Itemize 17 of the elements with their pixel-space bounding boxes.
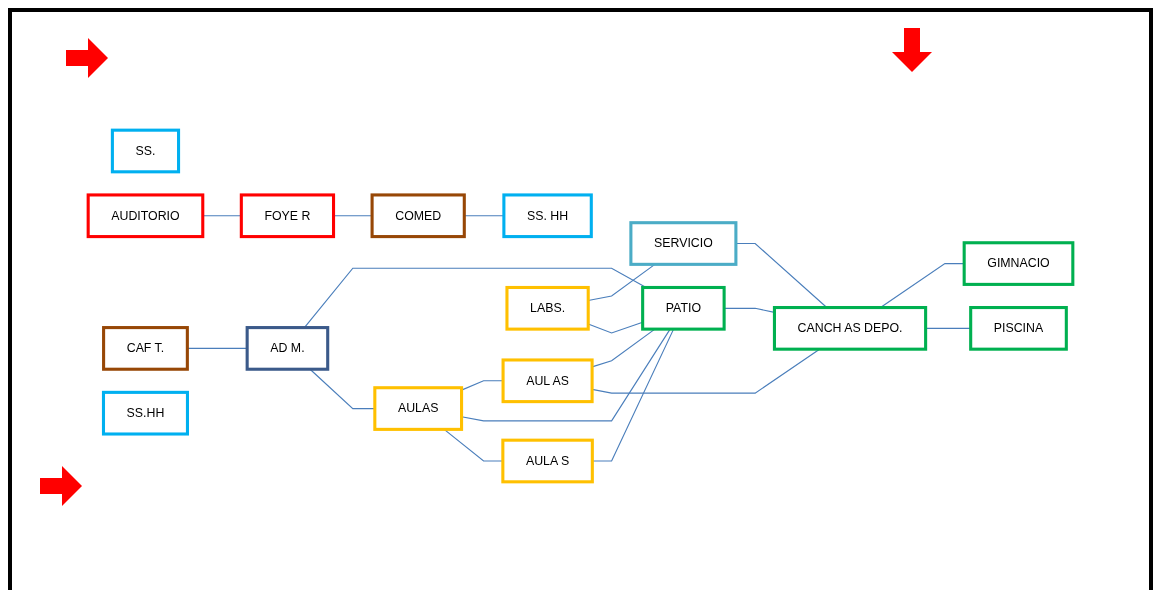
node-box: GIMNACIO (962, 241, 1075, 286)
node-box: SS. (110, 128, 181, 174)
node-box: COMED (370, 193, 466, 239)
node-box: SS.HH (101, 390, 189, 436)
node-box: PISCINA (969, 306, 1068, 351)
node-box: CAF T. (102, 326, 189, 371)
node-box: SERVICIO (629, 221, 738, 266)
node-box: SS. HH (502, 193, 593, 239)
node-box: PATIO (641, 285, 726, 331)
node-box: AUDITORIO (86, 193, 205, 239)
node-box: AULAS (373, 386, 464, 431)
node-box: AULA S (501, 438, 594, 484)
node-box: AUL AS (501, 358, 594, 404)
node-box: AD M. (245, 326, 330, 371)
node-box: LABS. (505, 285, 590, 331)
node-box: CANCH AS DEPO. (772, 306, 928, 351)
node-box: FOYE R (239, 193, 336, 239)
